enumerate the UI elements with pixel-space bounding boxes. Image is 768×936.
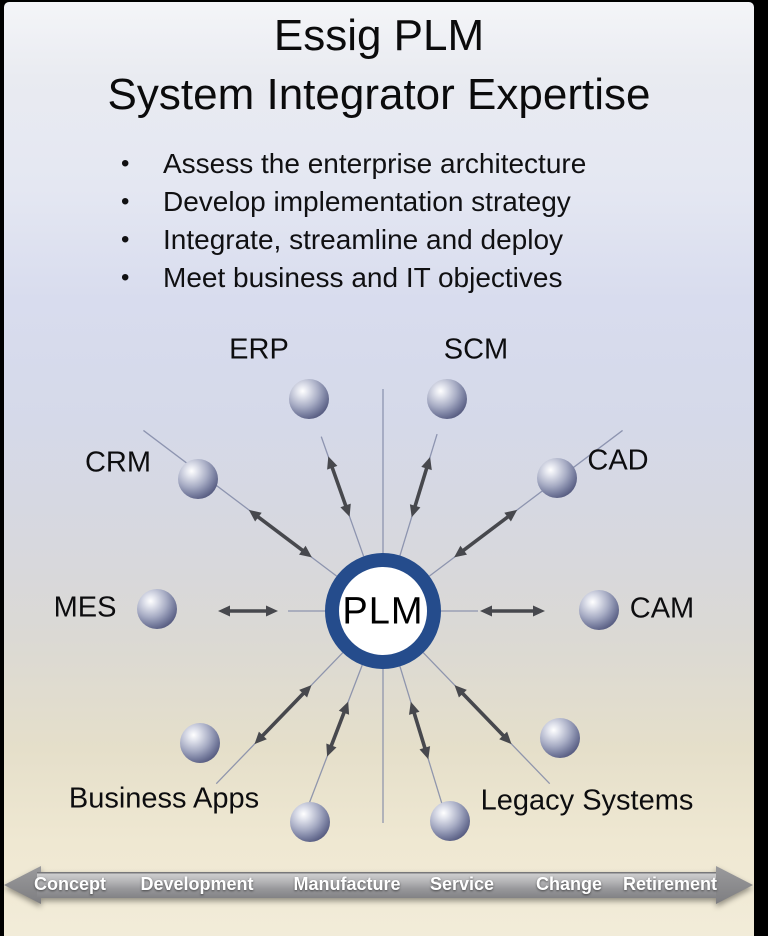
node-sphere-mes bbox=[137, 589, 177, 629]
bar-right-arrowhead-icon bbox=[716, 866, 753, 904]
arrowhead-icon bbox=[454, 545, 467, 558]
node-sphere-erp bbox=[289, 379, 329, 419]
arrowhead-icon bbox=[218, 605, 230, 617]
node-label-cad: CAD bbox=[587, 444, 649, 477]
arrowhead-icon bbox=[299, 545, 312, 558]
node-label-legacy-systems: Legacy Systems bbox=[480, 784, 694, 817]
arrowhead-icon bbox=[499, 731, 512, 745]
lifecycle-stage-label: Retirement bbox=[622, 874, 718, 894]
arrowhead-icon bbox=[266, 605, 278, 617]
lifecycle-stage-label: Change bbox=[535, 874, 603, 894]
node-sphere-legacy-systems bbox=[540, 718, 580, 758]
lifecycle-arrow-bar: Concept Development Manufacture Service Chan… bbox=[4, 866, 753, 904]
double-arrow bbox=[409, 457, 432, 518]
arrowhead-icon bbox=[299, 685, 312, 698]
node-sphere-bottom-right bbox=[430, 801, 470, 841]
double-arrow bbox=[409, 701, 431, 760]
title-line-2: System Integrator Expertise bbox=[107, 70, 651, 119]
arrow-shaft bbox=[329, 465, 348, 508]
double-arrow bbox=[454, 685, 512, 745]
arrowhead-icon bbox=[504, 509, 518, 522]
bullet-item: Develop implementation strategy bbox=[118, 183, 586, 221]
double-arrow bbox=[248, 509, 312, 558]
double-arrow bbox=[218, 605, 278, 617]
bullet-item: Meet business and IT objectives bbox=[118, 259, 586, 297]
node-sphere-cam bbox=[579, 590, 619, 630]
arrowhead-icon bbox=[533, 605, 545, 617]
arrowhead-icon bbox=[248, 509, 262, 522]
arrow-shaft bbox=[412, 466, 429, 509]
node-label-mes: MES bbox=[53, 591, 117, 624]
bullet-item: Integrate, streamline and deploy bbox=[118, 221, 586, 259]
plm-hub-ring bbox=[325, 553, 441, 669]
double-arrow bbox=[327, 456, 351, 517]
lifecycle-stage-label: Manufacture bbox=[293, 874, 401, 894]
title-line-1: Essig PLM bbox=[273, 11, 485, 60]
lifecycle-stage-label: Service bbox=[429, 874, 495, 894]
arrowhead-icon bbox=[327, 456, 338, 470]
node-sphere-business-apps bbox=[180, 723, 220, 763]
arrow-shaft bbox=[460, 691, 506, 739]
double-arrow bbox=[254, 685, 312, 745]
arrowhead-icon bbox=[409, 701, 420, 715]
arrowhead-icon bbox=[338, 701, 350, 715]
arrowhead-icon bbox=[326, 743, 337, 757]
bullet-list: Assess the enterprise architectureDevelo… bbox=[118, 145, 586, 297]
node-sphere-scm bbox=[427, 379, 467, 419]
arrowhead-icon bbox=[421, 457, 432, 471]
double-arrow bbox=[480, 605, 545, 617]
arrow-shaft bbox=[411, 710, 428, 751]
double-arrow bbox=[326, 701, 350, 757]
double-arrow bbox=[454, 509, 518, 558]
node-label-business-apps: Business Apps bbox=[68, 782, 260, 815]
arrow-shaft bbox=[460, 514, 511, 553]
arrowhead-icon bbox=[419, 746, 431, 760]
node-sphere-crm bbox=[178, 459, 218, 499]
node-label-scm: SCM bbox=[443, 333, 509, 366]
arrow-shaft bbox=[255, 514, 306, 553]
node-label-cam: CAM bbox=[629, 592, 695, 625]
bullet-item: Assess the enterprise architecture bbox=[118, 145, 586, 183]
node-sphere-cad bbox=[537, 458, 577, 498]
arrow-shaft bbox=[328, 710, 347, 748]
plm-hub-label: PLM bbox=[342, 590, 424, 633]
node-label-erp: ERP bbox=[229, 333, 289, 366]
arrowhead-icon bbox=[340, 503, 351, 517]
arrowhead-icon bbox=[254, 731, 267, 745]
node-sphere-bottom-left bbox=[290, 802, 330, 842]
slide-title: Essig PLM System Integrator Expertise bbox=[4, 6, 754, 124]
arrowhead-icon bbox=[409, 504, 421, 518]
arrowhead-icon bbox=[454, 685, 467, 698]
bar-shaft bbox=[37, 872, 720, 898]
lifecycle-stage-label: Concept bbox=[34, 874, 106, 894]
node-label-crm: CRM bbox=[84, 446, 152, 479]
lifecycle-stage-label: Development bbox=[140, 874, 254, 894]
arrowhead-icon bbox=[480, 605, 492, 617]
arrow-shaft bbox=[260, 691, 306, 739]
